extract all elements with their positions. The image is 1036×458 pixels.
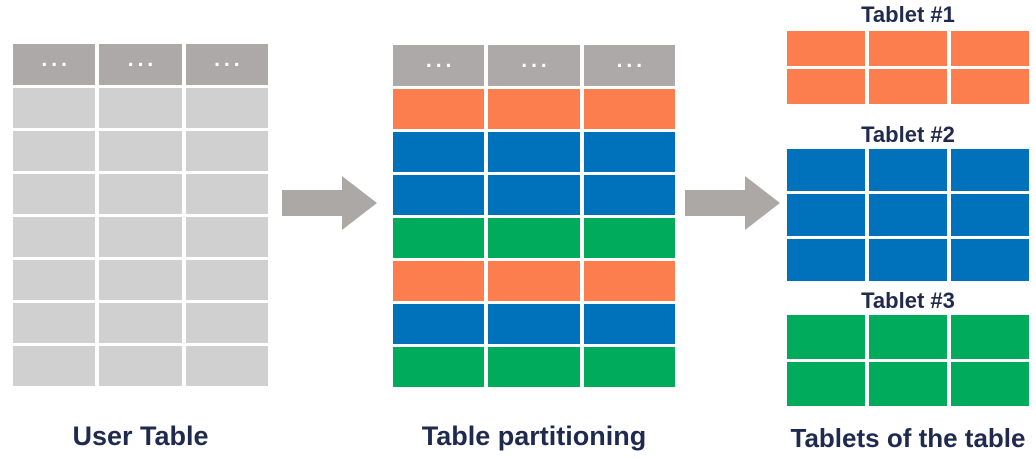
user-table: ......... — [13, 44, 268, 386]
table-cell — [13, 260, 96, 300]
partitioned-table-label: Table partitioning — [421, 421, 647, 451]
tablet-cell — [869, 31, 947, 66]
tablet-cell — [787, 362, 865, 406]
table-cell — [99, 131, 182, 171]
table-cell — [185, 131, 268, 171]
tablet-cell — [869, 362, 947, 406]
tablet-3-table — [787, 315, 1029, 406]
table-cell — [185, 303, 268, 343]
tablet-cell — [951, 69, 1029, 104]
table-cell — [185, 346, 268, 386]
tablet-cell — [787, 315, 865, 359]
table-cell — [185, 260, 268, 300]
table-cell — [99, 217, 182, 257]
table-cell — [488, 175, 580, 215]
table-cell — [488, 89, 580, 129]
header-ellipsis: ... — [41, 48, 71, 71]
tablet-cell — [869, 69, 947, 104]
table-cell — [583, 304, 675, 344]
table-cell — [99, 88, 182, 128]
table-cell — [185, 174, 268, 214]
tablet-cell — [951, 149, 1029, 191]
tablet-3-label: Tablet #3 — [861, 288, 955, 313]
header-ellipsis: ... — [425, 49, 456, 72]
table-cell — [13, 217, 96, 257]
header-ellipsis: ... — [616, 49, 647, 72]
tablet-cell — [869, 239, 947, 281]
table-cell — [583, 175, 675, 215]
table-cell — [393, 175, 485, 215]
tablet-cell — [951, 315, 1029, 359]
tablet-cell — [869, 194, 947, 236]
tablet-2-table — [787, 149, 1029, 281]
table-cell — [488, 304, 580, 344]
table-cell — [488, 132, 580, 172]
table-cell — [393, 132, 485, 172]
table-cell — [488, 261, 580, 301]
header-cell: ... — [393, 45, 485, 86]
table-cell — [99, 346, 182, 386]
header-cell: ... — [583, 45, 675, 86]
tablet-cell — [787, 31, 865, 66]
table-cell — [13, 346, 96, 386]
header-cell: ... — [13, 44, 96, 85]
tablet-1-label: Tablet #1 — [861, 2, 955, 27]
tablets-caption: Tablets of the table — [790, 423, 1026, 453]
table-cell — [13, 303, 96, 343]
arrow-right-shape — [685, 176, 780, 230]
table-cell — [583, 89, 675, 129]
table-cell — [583, 218, 675, 258]
table-cell — [13, 88, 96, 128]
tablet-cell — [951, 362, 1029, 406]
table-cell — [99, 174, 182, 214]
table-cell — [583, 132, 675, 172]
table-cell — [13, 174, 96, 214]
table-cell — [583, 347, 675, 387]
table-cell — [488, 347, 580, 387]
header-ellipsis: ... — [521, 49, 551, 72]
tablet-cell — [951, 239, 1029, 281]
header-cell: ... — [488, 45, 580, 86]
tablet-cell — [869, 315, 947, 359]
tablet-1-table — [787, 31, 1029, 104]
user-table-label: User Table — [72, 421, 209, 451]
header-cell: ... — [99, 44, 182, 85]
tablet-cell — [787, 69, 865, 104]
table-cell — [185, 88, 268, 128]
table-cell — [393, 304, 485, 344]
header-ellipsis: ... — [214, 48, 244, 71]
table-cell — [393, 218, 485, 258]
tablet-cell — [869, 149, 947, 191]
tablet-cell — [787, 239, 865, 281]
table-cell — [583, 261, 675, 301]
tablet-cell — [787, 149, 865, 191]
table-cell — [185, 217, 268, 257]
table-cell — [488, 218, 580, 258]
tablet-cell — [951, 31, 1029, 66]
table-cell — [99, 260, 182, 300]
tablet-cell — [951, 194, 1029, 236]
header-ellipsis: ... — [127, 48, 158, 71]
tablet-2-label: Tablet #2 — [861, 122, 955, 147]
arrow-right-icon — [685, 176, 780, 230]
arrow-right-shape — [282, 176, 377, 230]
arrow-right-icon — [282, 176, 377, 230]
tablet-cell — [787, 194, 865, 236]
partitioned-table: ......... — [393, 45, 675, 387]
table-cell — [13, 131, 96, 171]
table-cell — [393, 347, 485, 387]
header-cell: ... — [185, 44, 268, 85]
table-cell — [393, 89, 485, 129]
table-cell — [393, 261, 485, 301]
table-cell — [99, 303, 182, 343]
